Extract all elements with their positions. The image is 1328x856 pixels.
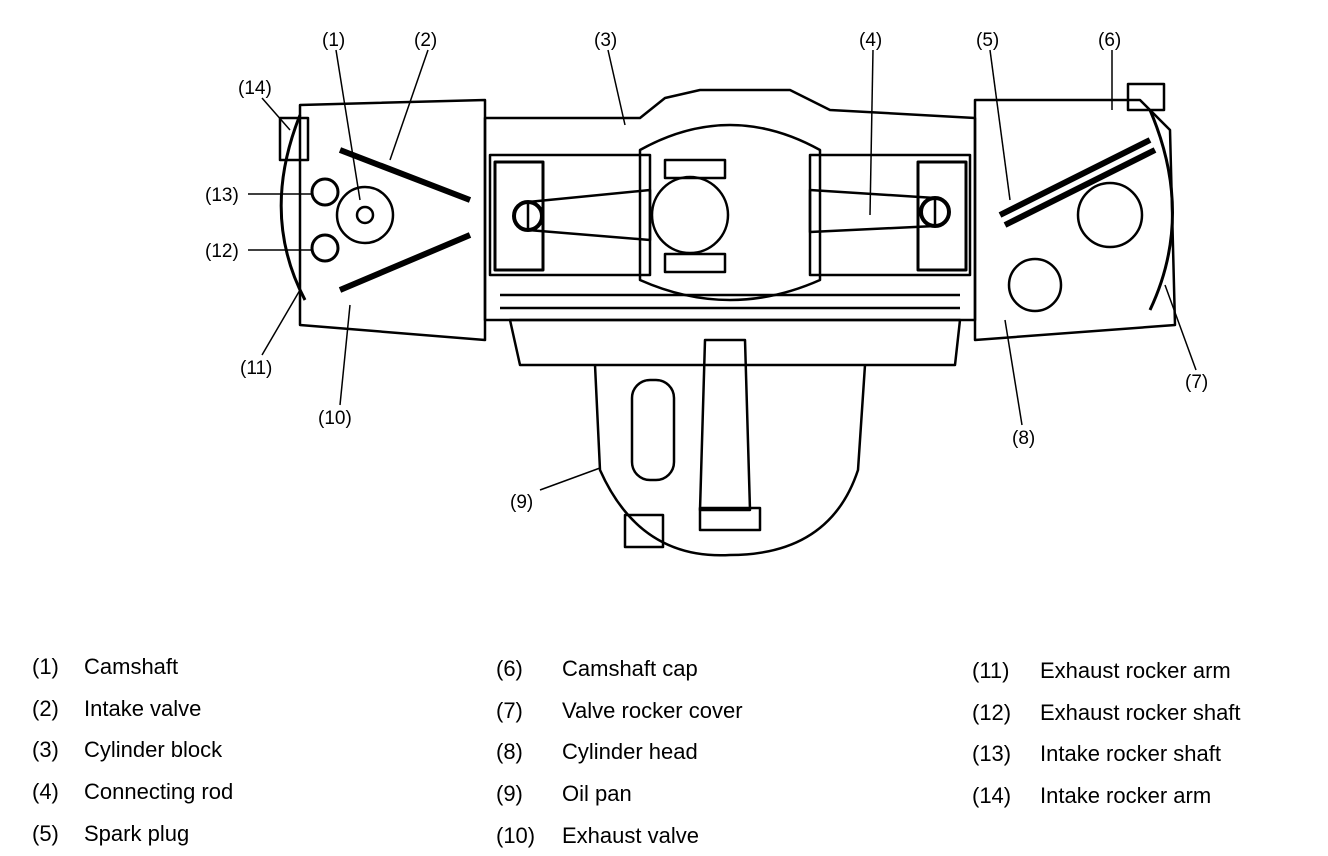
legend-number: (8) [496, 739, 523, 765]
legend-label: Oil pan [562, 780, 632, 806]
legend-number: (3) [32, 737, 59, 763]
oil-pan [593, 364, 867, 557]
legend-number: (13) [972, 741, 1012, 767]
legend-number: (1) [32, 653, 59, 679]
right-connecting-rod [808, 188, 937, 234]
legend-number: (6) [496, 655, 523, 681]
callout-7: (7) [1185, 372, 1208, 393]
legend-item: (7) Valve rocker cover [496, 690, 743, 732]
legend-number: (2) [32, 695, 59, 721]
right-camshaft [1076, 181, 1144, 249]
legend-item: (2) Intake valve [32, 688, 233, 730]
legend-label: Camshaft cap [562, 655, 698, 681]
callout-10: (10) [318, 408, 352, 429]
left-cylinder-head [298, 98, 487, 342]
legend-item: (10) Exhaust valve [496, 815, 743, 856]
legend-item: (14) Intake rocker arm [972, 775, 1241, 817]
legend-item: (9) Oil pan [496, 773, 743, 815]
left-camshaft [335, 185, 395, 245]
legend-column-2: (6) Camshaft cap (7) Valve rocker cover (8… [496, 648, 743, 856]
legend-label: Exhaust rocker shaft [1040, 699, 1241, 725]
legend-item: (13) Intake rocker shaft [972, 733, 1241, 775]
right-piston [916, 160, 968, 272]
legend-number: (7) [496, 697, 523, 723]
legend-number: (4) [32, 778, 59, 804]
callout-4: (4) [859, 30, 882, 51]
intake-rocker-shaft [310, 177, 340, 207]
callout-3: (3) [594, 30, 617, 51]
legend-number: (9) [496, 780, 523, 806]
left-crank-pin [650, 175, 730, 255]
legend-item: (11) Exhaust rocker arm [972, 650, 1241, 692]
camshaft-cap [1126, 82, 1166, 112]
legend-label: Cylinder block [84, 737, 223, 763]
legend-label: Camshaft [84, 653, 179, 679]
leader-lines [248, 49, 1197, 491]
legend-label: Intake rocker arm [1040, 782, 1212, 808]
legend-label: Intake valve [84, 695, 202, 721]
legend-label: Exhaust rocker arm [1040, 657, 1231, 683]
legend-number: (14) [972, 782, 1012, 808]
legend-item: (12) Exhaust rocker shaft [972, 692, 1241, 734]
callout-13: (13) [205, 185, 239, 206]
legend-label: Connecting rod [84, 778, 234, 804]
legend-label: Valve rocker cover [562, 697, 743, 723]
legend-item: (4) Connecting rod [32, 771, 233, 813]
callout-6: (6) [1098, 30, 1121, 51]
oil-strainer [630, 378, 676, 482]
legend-label: Exhaust valve [562, 822, 699, 848]
legend-number: (11) [972, 657, 1010, 683]
left-rocker-cover [279, 114, 307, 301]
legend-item: (6) Camshaft cap [496, 648, 743, 690]
legend-label: Spark plug [84, 820, 190, 846]
callout-1: (1) [322, 30, 345, 51]
right-cylinder-head [973, 98, 1177, 342]
oil-pan-upper [508, 318, 962, 367]
legend-item: (8) Cylinder head [496, 731, 743, 773]
legend-item: (1) Camshaft [32, 646, 233, 688]
right-rocker-cover [1148, 109, 1174, 311]
callout-11: (11) [240, 358, 272, 379]
engine-drawing [278, 82, 1177, 557]
engine-cross-section-diagram: (1) (2) (3) (4) (5) (6) (7) (8) (9) (10)… [205, 30, 1208, 557]
legend-number: (5) [32, 820, 59, 846]
legend-item: (3) Cylinder block [32, 729, 233, 771]
callout-14: (14) [238, 78, 272, 99]
legend-item: (5) Spark plug [32, 813, 233, 855]
callout-12: (12) [205, 241, 239, 262]
legend-column-3: (11) Exhaust rocker arm (12) Exhaust rocke… [972, 650, 1241, 817]
callout-labels: (1) (2) (3) (4) (5) (6) (7) (8) (9) (10)… [205, 30, 1208, 513]
callout-8: (8) [1012, 428, 1035, 449]
intake-rocker-arm [278, 116, 310, 162]
left-piston [493, 160, 545, 272]
crankcase [638, 123, 822, 302]
callout-2: (2) [414, 30, 437, 51]
legend-label: Cylinder head [562, 739, 698, 765]
callout-5: (5) [976, 30, 999, 51]
left-connecting-rod [526, 188, 652, 242]
legend-number: (10) [496, 822, 536, 848]
legend-column-1: (1) Camshaft (2) Intake valve (3) Cylinder … [32, 646, 233, 854]
callout-9: (9) [510, 492, 533, 513]
exhaust-rocker-shaft [310, 233, 340, 263]
legend-label: Intake rocker shaft [1040, 741, 1221, 767]
right-cylinder-bore [808, 153, 972, 277]
legend-number: (12) [972, 699, 1012, 725]
